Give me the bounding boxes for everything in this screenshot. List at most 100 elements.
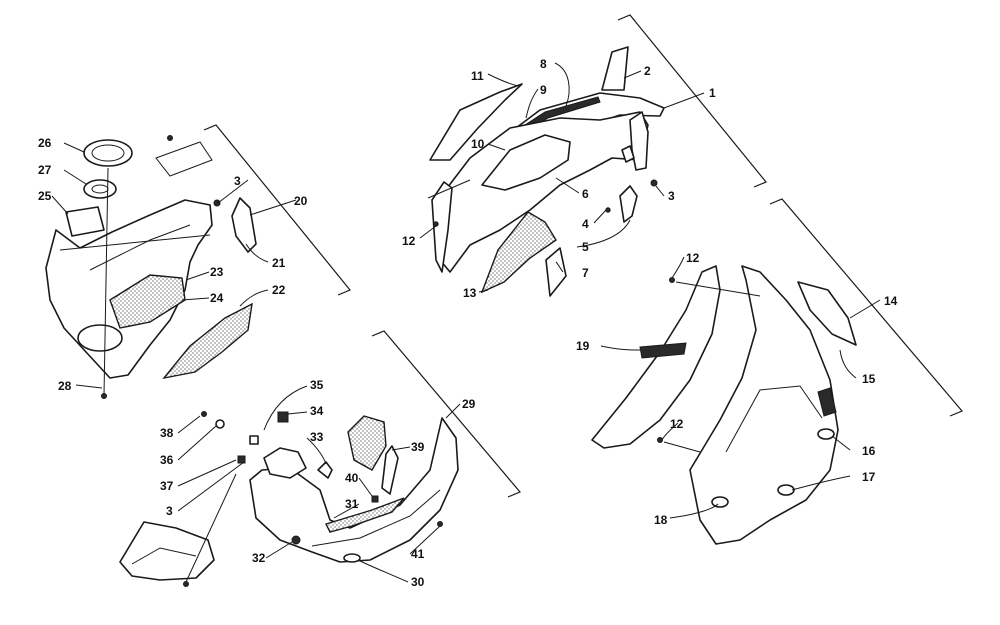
- rod-end[interactable]: [101, 393, 107, 399]
- side-screw-mid[interactable]: [657, 437, 663, 443]
- nut-35[interactable]: [249, 435, 259, 445]
- console-clip[interactable]: [213, 199, 221, 207]
- console-side-piece[interactable]: [231, 197, 257, 253]
- callout-14: 14: [884, 294, 898, 308]
- mesh-bracket[interactable]: [545, 247, 567, 297]
- side-plug-upper[interactable]: [817, 428, 835, 440]
- callout-8: 8: [540, 57, 547, 71]
- callout-6: 6: [582, 187, 589, 201]
- callout-5: 5: [582, 240, 589, 254]
- vent-screen[interactable]: [347, 415, 387, 471]
- callout-38: 38: [160, 426, 174, 440]
- side-windscreen[interactable]: [797, 281, 857, 346]
- callout-1: 1: [709, 86, 716, 100]
- console-decal[interactable]: [65, 206, 105, 237]
- group-bracket-1: [617, 14, 767, 188]
- callout-labels: 1 2 8 9 11 10 6 3 4 5 7 12 13 20 3 26 27…: [38, 57, 898, 589]
- screw-38[interactable]: [201, 411, 207, 417]
- callout-40: 40: [345, 471, 359, 485]
- hood-side-fin[interactable]: [429, 83, 523, 161]
- hood-side-trim[interactable]: [629, 111, 649, 171]
- callout-16: 16: [862, 444, 876, 458]
- callout-19: 19: [576, 339, 590, 353]
- belly-floor-mesh[interactable]: [325, 497, 405, 533]
- side-vent: [639, 342, 687, 359]
- callout-13: 13: [463, 286, 477, 300]
- side-body-crease: [725, 385, 823, 453]
- callout-31: 31: [345, 497, 359, 511]
- hood-assembly: [429, 14, 767, 297]
- callout-3-belly: 3: [166, 504, 173, 518]
- lower-frame[interactable]: [119, 521, 215, 581]
- belly-pan[interactable]: [249, 417, 459, 563]
- callout-21: 21: [272, 256, 286, 270]
- callout-39: 39: [411, 440, 425, 454]
- callout-20: 20: [294, 194, 308, 208]
- belly-pan-assembly: [119, 330, 521, 587]
- callout-11: 11: [471, 69, 484, 83]
- callout-28: 28: [58, 379, 72, 393]
- washer-36[interactable]: [215, 419, 225, 429]
- callout-29: 29: [462, 397, 476, 411]
- side-deflector[interactable]: [619, 185, 638, 223]
- gauge-ring[interactable]: [83, 139, 133, 167]
- callout-2: 2: [644, 64, 651, 78]
- bottom-screw[interactable]: [183, 581, 189, 587]
- vent-bracket[interactable]: [381, 445, 399, 495]
- windshield-strip[interactable]: [601, 46, 629, 91]
- mount-bracket[interactable]: [263, 447, 307, 479]
- callout-36: 36: [160, 453, 174, 467]
- handlebar-bracket[interactable]: [155, 141, 213, 177]
- hood-body[interactable]: [437, 111, 649, 273]
- callout-12-side-bottom: 12: [670, 417, 684, 431]
- callout-7: 7: [582, 266, 589, 280]
- console-rod[interactable]: [103, 167, 109, 396]
- leader-lines: [51, 62, 881, 583]
- callout-3-console: 3: [234, 174, 241, 188]
- callout-12-hood: 12: [402, 234, 416, 248]
- callout-27: 27: [38, 163, 52, 177]
- console-assembly: [45, 124, 351, 399]
- callout-35: 35: [310, 378, 324, 392]
- clip-37[interactable]: [237, 455, 246, 464]
- callout-32: 32: [252, 551, 266, 565]
- rivet[interactable]: [433, 221, 439, 227]
- gauge-seal[interactable]: [83, 179, 117, 199]
- side-plug-lower[interactable]: [711, 496, 729, 508]
- hood-clip[interactable]: [621, 145, 635, 163]
- hood-mesh-panel[interactable]: [480, 211, 557, 294]
- screw[interactable]: [605, 207, 611, 213]
- callout-34: 34: [310, 404, 324, 418]
- clip-34[interactable]: [277, 411, 289, 423]
- console-ridge: [89, 224, 191, 271]
- group-bracket-20: [203, 124, 351, 296]
- callout-9: 9: [540, 83, 547, 97]
- callout-10: 10: [471, 137, 485, 151]
- console-large-mesh[interactable]: [162, 302, 253, 380]
- callout-4: 4: [582, 217, 589, 231]
- clip-40[interactable]: [371, 495, 379, 503]
- side-plug-right[interactable]: [777, 484, 795, 496]
- hood-lower-frame[interactable]: [431, 181, 453, 273]
- fastener[interactable]: [650, 179, 658, 187]
- toggle-switch[interactable]: [317, 461, 333, 479]
- screw-41[interactable]: [437, 521, 443, 527]
- console-gauge-opening: [77, 324, 123, 352]
- callout-30: 30: [411, 575, 425, 589]
- callout-24: 24: [210, 291, 224, 305]
- top-bolt[interactable]: [167, 135, 173, 141]
- plug-32[interactable]: [291, 535, 301, 545]
- hood-visor-lens[interactable]: [481, 134, 571, 191]
- callout-33: 33: [310, 430, 324, 444]
- side-panel-assembly: [591, 198, 963, 545]
- side-screw-top[interactable]: [669, 277, 675, 283]
- callout-25: 25: [38, 189, 52, 203]
- callout-3-top: 3: [668, 189, 675, 203]
- callout-22: 22: [272, 283, 286, 297]
- callout-37: 37: [160, 479, 174, 493]
- callout-12-side-top: 12: [686, 251, 700, 265]
- callout-18: 18: [654, 513, 668, 527]
- belly-plug[interactable]: [343, 553, 361, 563]
- side-main-body[interactable]: [689, 265, 839, 545]
- callout-15: 15: [862, 372, 876, 386]
